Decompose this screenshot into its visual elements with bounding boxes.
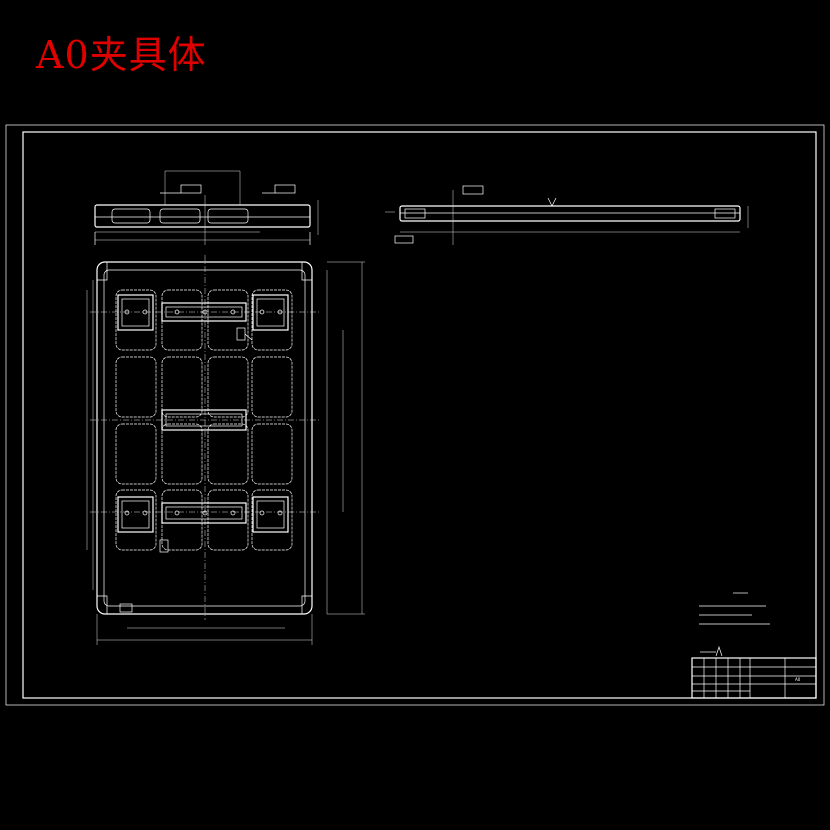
side-view-left xyxy=(94,170,319,245)
pocket-outline xyxy=(115,289,157,351)
pocket-outline xyxy=(115,423,157,485)
pocket-outline xyxy=(161,489,203,551)
plan-view xyxy=(86,255,365,645)
pocket-outline xyxy=(161,356,203,418)
pocket-outline xyxy=(251,356,293,418)
inner-border xyxy=(22,131,817,699)
title-block: A0 xyxy=(691,645,817,699)
pocket-outline xyxy=(161,423,203,485)
side-view-right xyxy=(385,185,749,245)
pocket-outline xyxy=(207,423,249,485)
pocket-outline xyxy=(207,289,249,351)
pocket-outline xyxy=(251,423,293,485)
drawing-title: A0夹具体 xyxy=(36,33,207,77)
pocket-outline xyxy=(207,356,249,418)
pocket-outline xyxy=(207,489,249,551)
outer-frame xyxy=(5,124,825,706)
pocket-outline xyxy=(161,289,203,351)
pocket-outline xyxy=(251,489,293,551)
pocket-outline xyxy=(115,356,157,418)
technical-notes xyxy=(699,592,770,625)
pocket-outline xyxy=(115,489,157,551)
pocket-outline xyxy=(251,289,293,351)
drawing-code: A0 xyxy=(795,677,801,682)
